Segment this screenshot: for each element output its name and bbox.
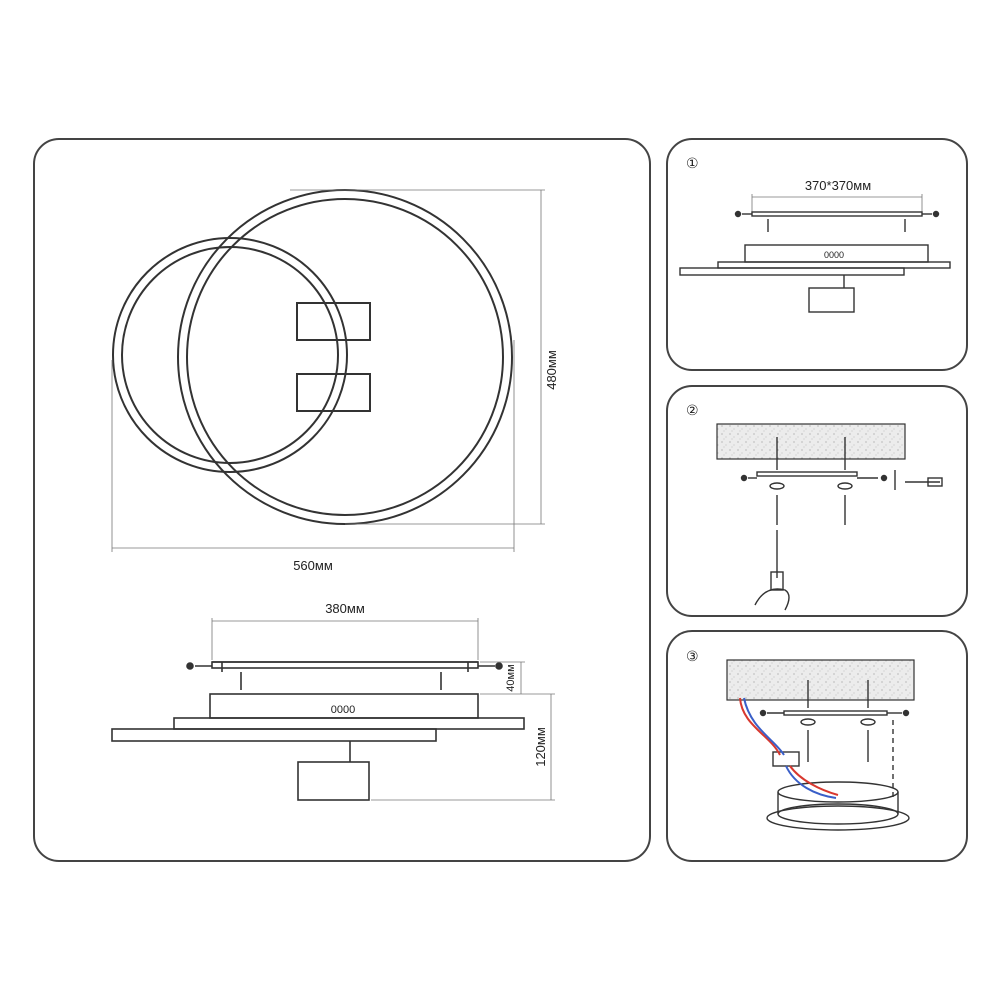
step-2-number: ② <box>686 403 699 419</box>
left-ring-outer <box>112 237 348 473</box>
step-1-dimension <box>751 194 923 212</box>
side-width-label: 380мм <box>325 601 365 616</box>
side-depth-total-label: 120мм <box>533 727 548 767</box>
step-1-dimension-label: 370*370мм <box>805 178 871 193</box>
side-depth-base-label: 40мм <box>505 664 517 691</box>
step-1-lamp <box>679 210 951 313</box>
step-2-mounting <box>740 437 943 611</box>
side-view <box>111 661 525 801</box>
side-depth-dimensions <box>371 661 555 801</box>
left-ring-inner <box>121 246 339 464</box>
step-1-panel <box>666 138 968 371</box>
front-height-label: 480мм <box>544 350 559 390</box>
front-width-label: 560мм <box>293 558 333 573</box>
right-ring-inner <box>186 198 504 516</box>
driver-box-top <box>296 302 371 341</box>
right-ring-outer <box>177 189 513 525</box>
step-2-ceiling <box>716 423 906 460</box>
step-1-base-label: 0000 <box>824 250 844 260</box>
driver-box-bottom <box>296 373 371 412</box>
step-3-wires <box>739 697 839 799</box>
step-3-mounting <box>759 680 910 831</box>
front-height-dimension <box>290 189 545 525</box>
step-1-number: ① <box>686 156 699 172</box>
front-width-dimension <box>111 340 515 552</box>
step-3-number: ③ <box>686 649 699 665</box>
front-view <box>112 189 513 525</box>
side-base-label: 0000 <box>331 704 355 716</box>
step-3-ceiling <box>726 659 915 701</box>
side-width-dimension <box>211 618 479 660</box>
